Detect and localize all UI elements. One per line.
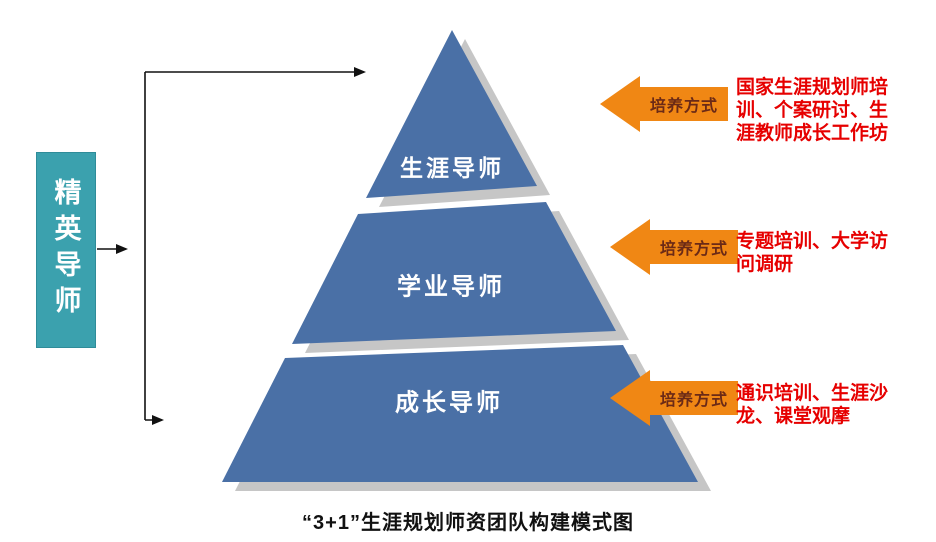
pyramid-tier-middle bbox=[292, 202, 616, 344]
tier-label-growth-mentor: 成长导师 bbox=[395, 389, 503, 417]
training-note-bottom: 通识培训、生涯沙龙、课堂观摩 bbox=[736, 383, 889, 427]
diagram-title: “3+1”生涯规划师资团队构建模式图 bbox=[302, 512, 634, 534]
training-arrow-bottom bbox=[610, 370, 738, 426]
training-note-top: 国家生涯规划师培训、个案研讨、生涯教师成长工作坊 bbox=[736, 77, 889, 144]
tier-label-academic-mentor: 学业导师 bbox=[397, 273, 505, 301]
training-note-middle: 专题培训、大学访问调研 bbox=[736, 231, 889, 275]
elite-mentor-box: 精英导师 bbox=[36, 152, 96, 348]
training-arrow-label-top: 培养方式 bbox=[649, 98, 719, 115]
tier-label-career-mentor: 生涯导师 bbox=[400, 155, 504, 181]
training-arrow-top bbox=[600, 76, 728, 132]
connector-lines bbox=[97, 67, 366, 425]
training-arrow-middle bbox=[610, 219, 738, 275]
elite-mentor-label: 精英导师 bbox=[50, 178, 81, 322]
training-arrow-label-bottom: 培养方式 bbox=[659, 392, 729, 409]
pyramid-tier-top bbox=[366, 30, 537, 198]
pyramid-tier-bottom bbox=[222, 345, 698, 482]
training-arrow-label-middle: 培养方式 bbox=[659, 241, 729, 258]
